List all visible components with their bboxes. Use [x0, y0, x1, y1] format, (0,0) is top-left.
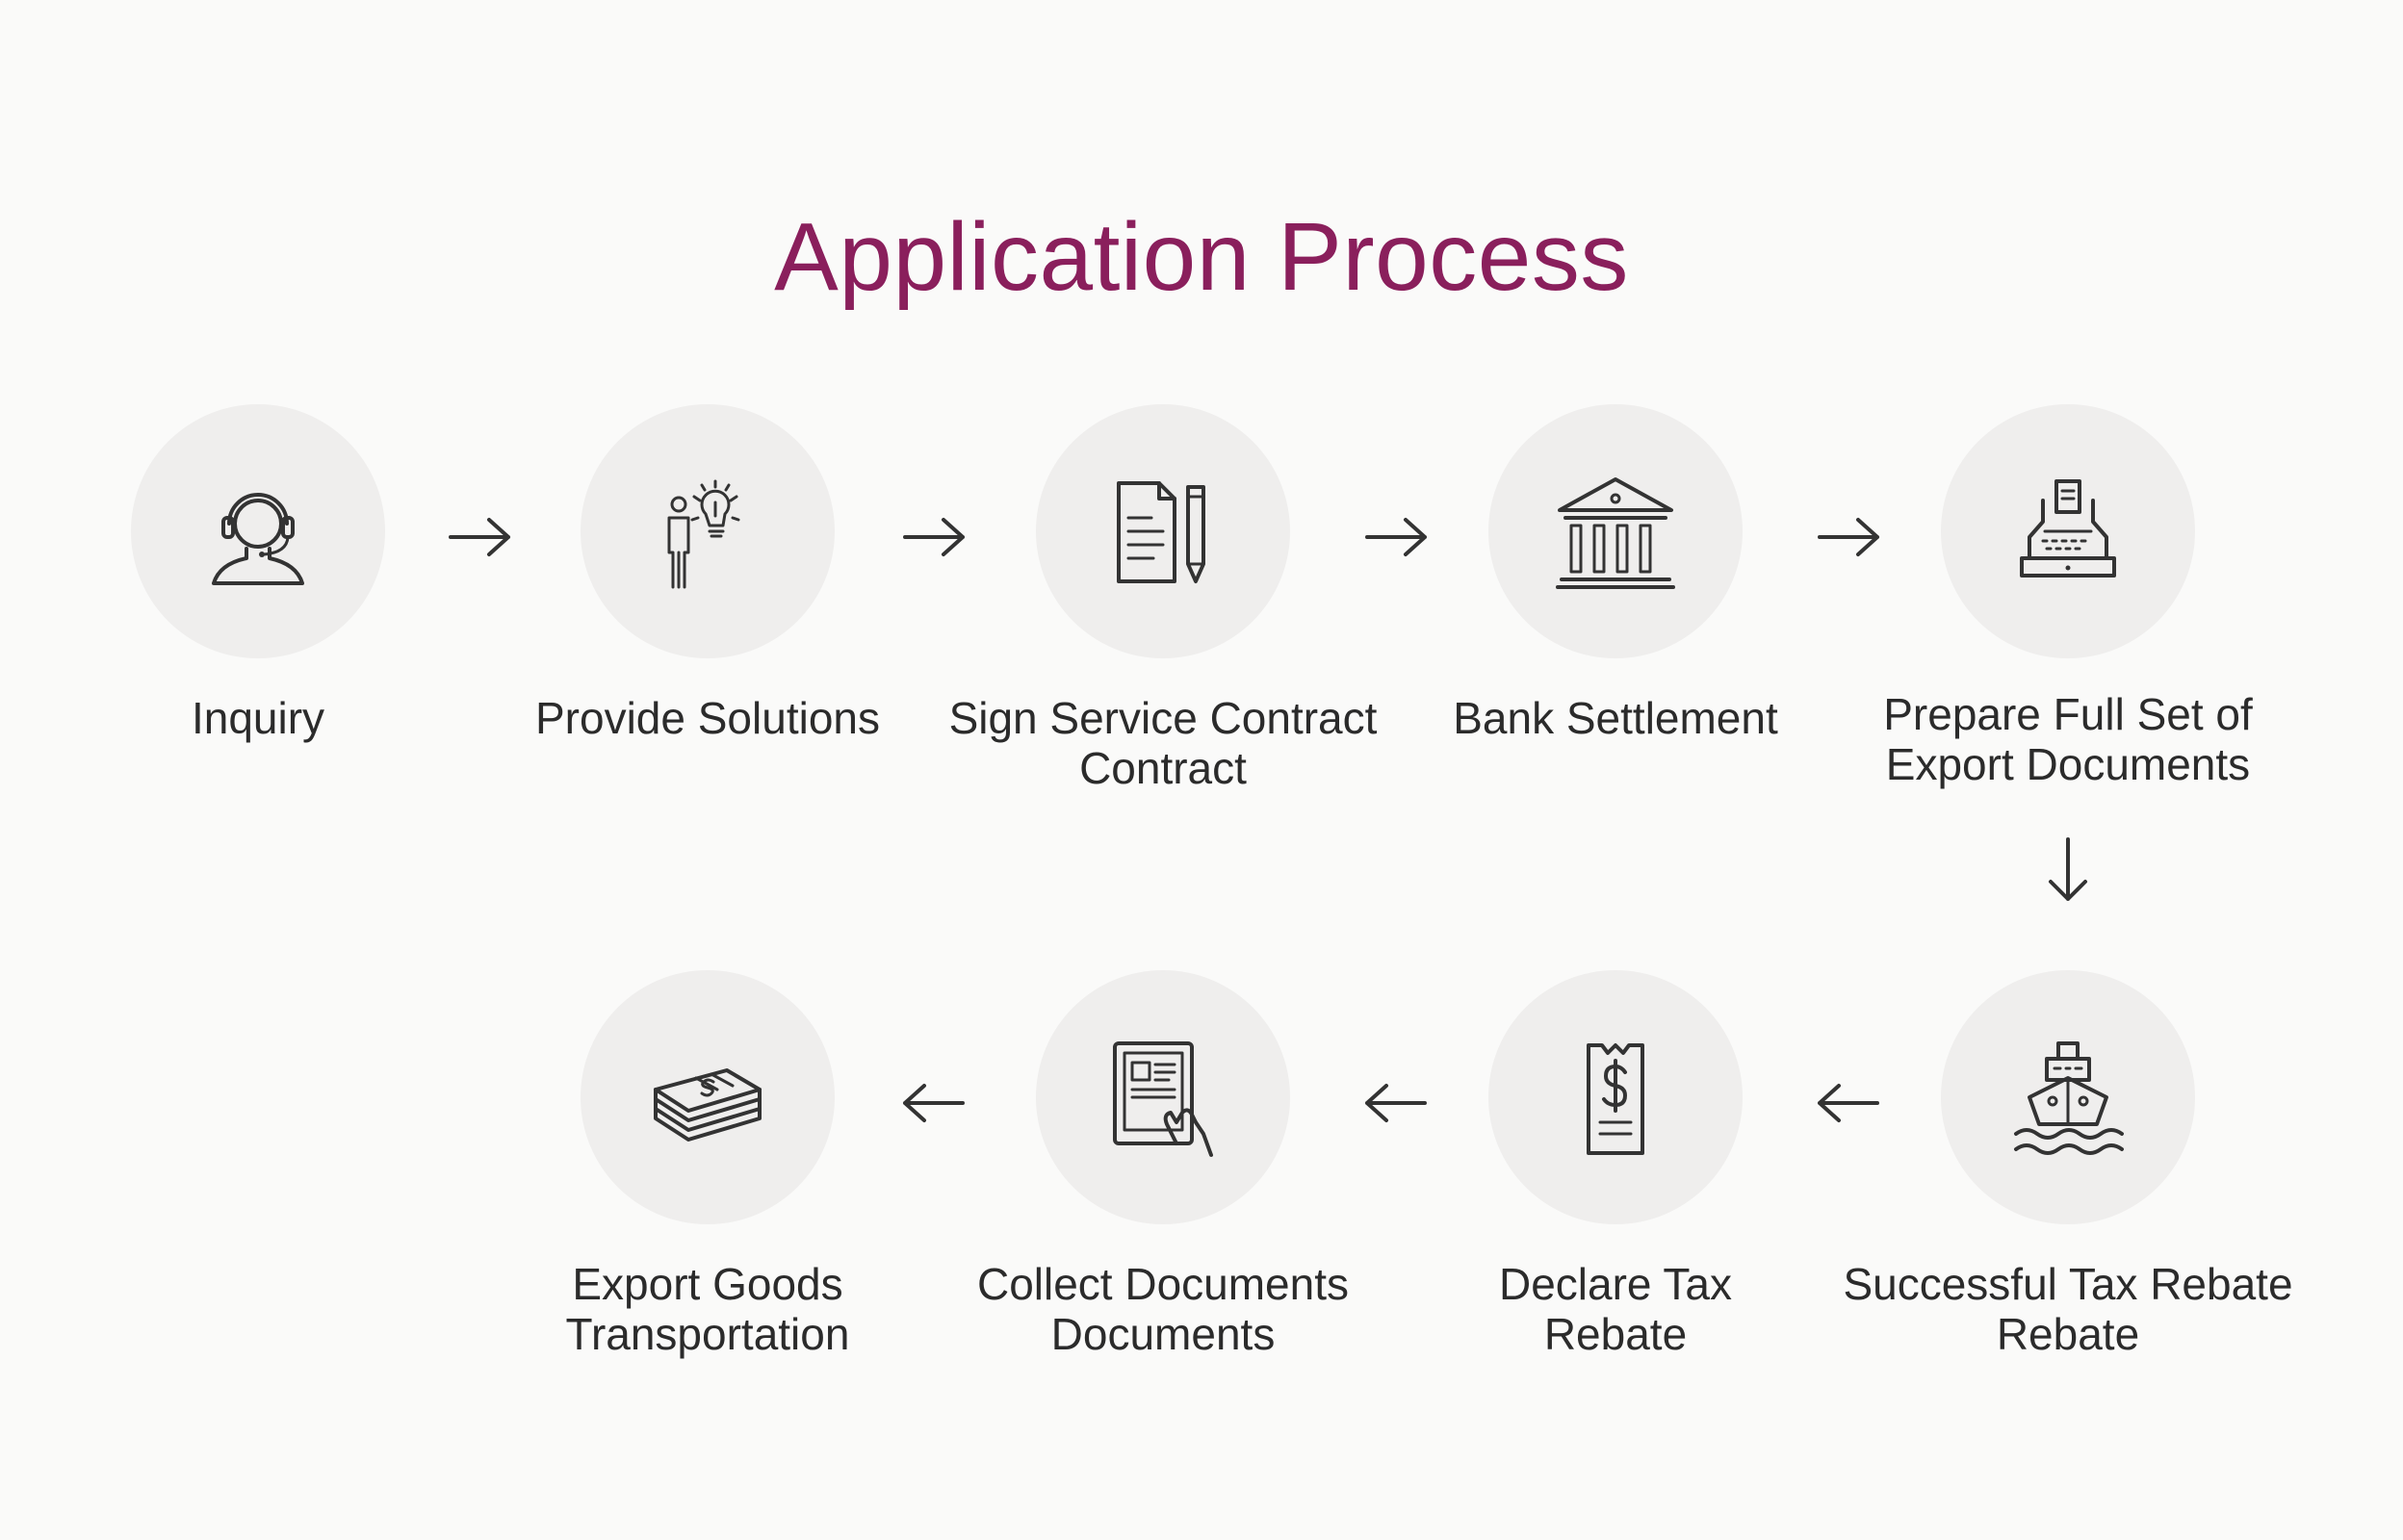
left-arrow-icon — [903, 1084, 965, 1122]
step-circle — [1036, 404, 1290, 658]
tax-receipt-icon — [1587, 1043, 1644, 1155]
bank-icon — [1556, 477, 1675, 589]
tablet-hand-icon — [1113, 1041, 1213, 1157]
step-label: Inquiry — [191, 693, 325, 743]
step-label: Bank Settlement — [1453, 693, 1778, 743]
left-arrow-icon — [1365, 1084, 1427, 1122]
cash-stack-icon — [654, 1068, 762, 1142]
step-bank-settlement: Bank Settlement — [1365, 404, 1866, 924]
step-circle — [1488, 404, 1743, 658]
contract-pen-icon — [1117, 481, 1205, 583]
step-label: Provide Solutions — [535, 693, 880, 743]
left-arrow-icon — [1818, 1084, 1879, 1122]
page-title: Application Process — [774, 203, 1629, 311]
step-circle — [581, 404, 835, 658]
ship-icon — [2014, 1041, 2124, 1155]
headset-icon — [212, 493, 304, 585]
down-arrow-icon — [2049, 837, 2087, 901]
step-provide-solutions: Provide Solutions — [457, 404, 958, 924]
step-circle — [1036, 970, 1290, 1224]
right-arrow-icon — [1818, 518, 1879, 556]
step-circle — [581, 970, 835, 1224]
step-circle — [1488, 970, 1743, 1224]
step-circle — [131, 404, 385, 658]
step-circle — [1941, 970, 2195, 1224]
right-arrow-icon — [449, 518, 510, 556]
step-circle — [1941, 404, 2195, 658]
right-arrow-icon — [1365, 518, 1427, 556]
idea-person-icon — [667, 479, 740, 589]
document-printer-icon — [2020, 479, 2116, 578]
step-inquiry: Inquiry — [8, 404, 508, 924]
right-arrow-icon — [903, 518, 965, 556]
